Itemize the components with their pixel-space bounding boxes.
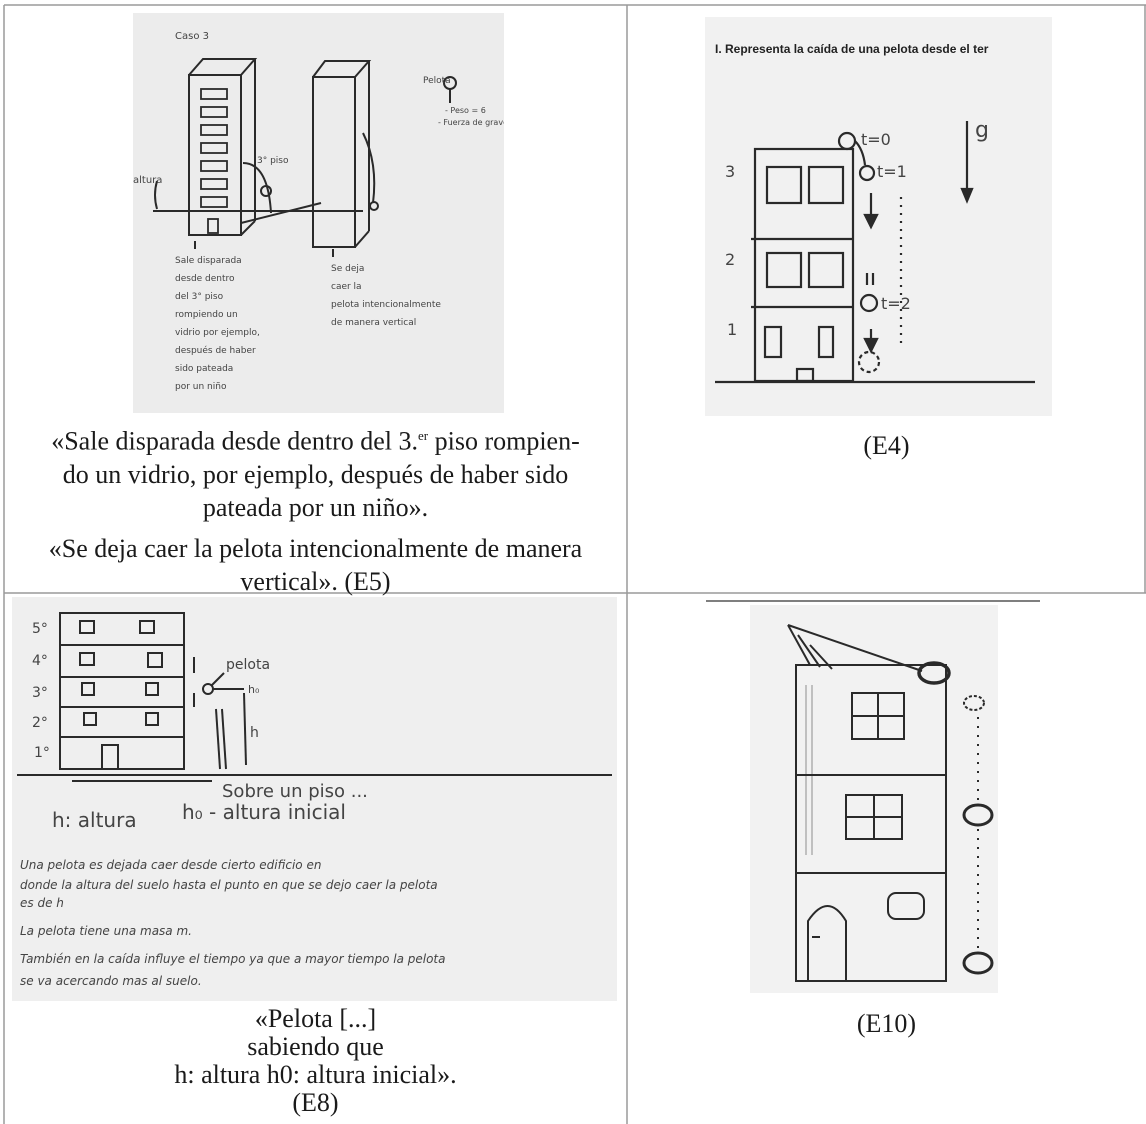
sketch-e8-note: donde la altura del suelo hasta el punto… (20, 878, 438, 892)
caption-e8: «Pelota [...] sabiendo que h: altura h0:… (10, 1005, 621, 1117)
sketch-e8-pelota: pelota (226, 657, 270, 673)
sketch-e8-note: La pelota tiene una masa m. (20, 924, 192, 938)
caption-e5-line: pateada por un niño». (10, 491, 621, 524)
sketch-e8-h-def: h: altura (52, 808, 137, 832)
sketch-e8-floor: 1° (34, 745, 50, 761)
sketch-e4-floor: 1 (727, 320, 737, 339)
sketch-e5-floor: 3° piso (257, 156, 289, 166)
sketch-e10 (750, 605, 998, 993)
caption-e8-line: «Pelota [...] (10, 1005, 621, 1033)
sketch-e8-h0: h₀ (248, 683, 260, 696)
sketch-e4-t0: t=0 (861, 130, 891, 149)
caption-e10: (E10) (627, 1007, 1146, 1040)
sketch-e5-right-note: caer la (331, 282, 362, 292)
caption-e4: (E4) (627, 429, 1146, 462)
caption-e4-text: (E4) (627, 429, 1146, 462)
sketch-e5-legend-item: - Peso = 6 (445, 106, 486, 115)
sketch-e5-case: Caso 3 (175, 31, 209, 42)
sketch-e8-note: se va acercando mas al suelo. (20, 974, 202, 988)
caption-e8-line: h: altura h0: altura inicial». (10, 1061, 621, 1089)
caption-e5-line: piso rompien- (428, 427, 580, 456)
caption-e5: «Sale disparada desde dentro del 3.er pi… (10, 419, 621, 598)
sketch-e4-floor: 2 (725, 250, 735, 269)
sketch-e8-note: Una pelota es dejada caer desde cierto e… (20, 858, 321, 872)
sketch-e8-floor: 5° (32, 621, 48, 637)
sketch-e5-right-note: de manera vertical (331, 318, 416, 328)
sketch-e4: I. Representa la caída de una pelota des… (705, 17, 1052, 416)
sketch-e8-note: es de h (20, 896, 64, 910)
caption-e5-line: «Se deja caer la pelota intencionalmente… (10, 532, 621, 565)
sketch-e4-g: g (975, 118, 989, 143)
sketch-e8-note: También en la caída influye el tiempo ya… (20, 952, 445, 966)
sketch-e5-right-note: Se deja (331, 264, 364, 274)
sketch-e8-floor: 2° (32, 715, 48, 731)
sketch-e8-h: h (250, 725, 259, 741)
sketch-e8-floor: 3° (32, 685, 48, 701)
sketch-e5-legend-item: - Fuerza de gravedad (438, 118, 504, 127)
sketch-e8-floor: 4° (32, 653, 48, 669)
sketch-e5-left-note: después de haber (175, 345, 256, 356)
sketch-e8-piso: Sobre un piso ... (222, 781, 368, 802)
sketch-e5-altura: altura (133, 175, 162, 186)
sketch-e5-left-note: por un niño (175, 382, 227, 392)
sketch-e5-left-note: Sale disparada (175, 256, 242, 266)
cell-e4: I. Representa la caída de una pelota des… (627, 5, 1146, 593)
sketch-e4-t1: t=1 (877, 162, 907, 181)
caption-e10-text: (E10) (627, 1007, 1146, 1040)
cell-e8: 5° 4° 3° 2° 1° pelota h₀ h Sobre un piso… (4, 593, 627, 1124)
caption-e8-line: sabiendo que (10, 1033, 621, 1061)
sketch-e4-floor: 3 (725, 162, 735, 181)
caption-e5-line: «Sale disparada desde dentro del 3. (51, 427, 418, 456)
cell-e5: Caso 3 3° piso altura Pelota - Peso = 6 … (4, 5, 627, 593)
caption-e8-line: (E8) (10, 1089, 621, 1117)
sketch-e5-left-note: sido pateada (175, 364, 233, 374)
cell-e10: (E10) (627, 593, 1146, 1124)
caption-e5-line: do un vidrio, por ejemplo, después de ha… (10, 458, 621, 491)
sketch-e5-left-note: del 3° piso (175, 292, 224, 302)
sketch-e5-left-note: rompiendo un (175, 310, 238, 320)
sketch-e5-right-note: pelota intencionalmente (331, 300, 441, 310)
sketch-e5: Caso 3 3° piso altura Pelota - Peso = 6 … (133, 13, 504, 413)
sketch-e5-legend-title: Pelota (423, 76, 451, 86)
caption-e5-superscript: er (418, 428, 428, 443)
sketch-e4-t2: t=2 (881, 294, 911, 313)
sketch-e4-header: I. Representa la caída de una pelota des… (715, 42, 989, 56)
sketch-e8-h0-def: h₀ - altura inicial (182, 800, 346, 824)
sketch-e5-left-note: vidrio por ejemplo, (175, 328, 260, 338)
sketch-e8: 5° 4° 3° 2° 1° pelota h₀ h Sobre un piso… (12, 597, 617, 1001)
sketch-e5-left-note: desde dentro (175, 274, 235, 284)
